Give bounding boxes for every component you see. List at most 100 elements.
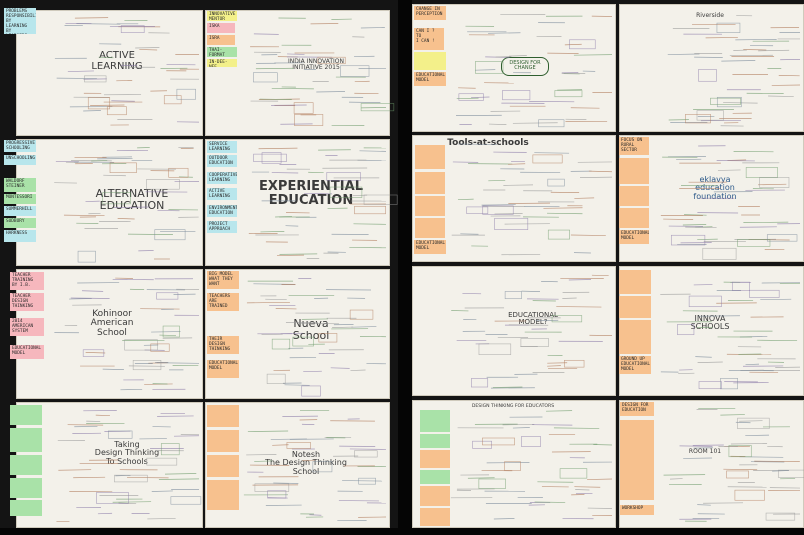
- scribble-box: [749, 289, 780, 298]
- scribble-box: [318, 333, 338, 343]
- scribble-line: [272, 444, 289, 446]
- sticky-note: PROJECT APPROACH: [207, 221, 237, 233]
- scribble-line: [471, 96, 490, 98]
- scribble-line: [359, 150, 387, 152]
- board-title: Taking Design Thinking To Schools: [94, 440, 160, 466]
- sticky-note: OUTDOOR EDUCATION: [207, 155, 237, 167]
- scribble-box: [162, 325, 180, 338]
- scribble-line: [303, 370, 322, 373]
- scribble-box: [777, 469, 804, 478]
- scribble-line: [757, 339, 798, 342]
- scribble-box: [286, 442, 311, 449]
- scribble-line: [570, 234, 606, 236]
- scribble-box: [702, 247, 737, 260]
- scribble-box: [726, 470, 749, 479]
- scribble-line: [735, 421, 751, 424]
- scribble-line: [575, 489, 590, 491]
- sticky-note: [619, 186, 649, 206]
- board-title: INDIA INNOVATION INITIATIVE 2015: [287, 58, 345, 72]
- scribble-line: [564, 43, 582, 46]
- sticky-note: [10, 405, 42, 425]
- scribble-box: [120, 25, 145, 33]
- sticky-note: DESIGN FOR EDUCATION: [620, 402, 654, 416]
- scribble-line: [695, 356, 712, 358]
- scribble-line: [112, 501, 152, 503]
- scribble-line: [467, 477, 495, 479]
- scribble-box: [150, 343, 170, 352]
- sticky-note: MONTESSORI: [4, 194, 36, 204]
- sticky-note: [10, 428, 42, 452]
- scribble-line: [573, 54, 613, 56]
- scribble-box: [106, 106, 127, 116]
- scribble-box: [731, 281, 750, 291]
- scribble-box: [710, 97, 741, 105]
- scribble-box: [292, 336, 314, 347]
- scribble-line: [512, 122, 558, 124]
- scribble-box: [482, 437, 515, 446]
- scribble-line: [95, 414, 110, 417]
- scribble-line: [259, 98, 292, 100]
- scribble-line: [63, 214, 105, 217]
- scribble-box: [253, 153, 287, 162]
- scribble-box: [102, 192, 131, 205]
- scribble-line: [258, 147, 298, 150]
- scribble-line: [512, 427, 530, 429]
- scribble-box: [765, 512, 796, 521]
- scribble-line: [73, 476, 106, 479]
- sticky-note: BIG MODEL WHAT THEY WANT: [207, 271, 239, 289]
- scribble-line: [685, 226, 717, 229]
- scribble-box: [677, 324, 695, 336]
- scribble-line: [287, 53, 305, 55]
- sticky-note: ISKA: [207, 23, 235, 33]
- scribble-box: [354, 450, 378, 458]
- scribble-box: [96, 491, 129, 504]
- scribble-line: [697, 361, 723, 363]
- scribble-line: [700, 119, 741, 122]
- scribble-line: [682, 224, 707, 226]
- sticky-note: EDUCATIONAL MODEL: [619, 230, 649, 244]
- scribble-box: [670, 234, 706, 246]
- scribble-line: [768, 95, 794, 97]
- scribble-line: [743, 49, 767, 51]
- scribble-box: [745, 167, 778, 178]
- scribble-box: [87, 97, 111, 110]
- scribble-line: [663, 218, 694, 220]
- sticky-note: EDUCATIONAL MODEL: [10, 345, 44, 359]
- scribble-box: [698, 381, 722, 390]
- scribble-box: [132, 360, 162, 371]
- sticky-note: CAN I ? TO I CAN !: [414, 28, 444, 50]
- sticky-note: [420, 470, 450, 484]
- scribble-line: [147, 518, 176, 520]
- scribble-box: [685, 114, 711, 124]
- scribble-line: [697, 504, 711, 506]
- scribble-box: [354, 205, 386, 215]
- scribble-box: [737, 417, 770, 430]
- scribble-box: [124, 339, 158, 351]
- scribble-line: [684, 214, 707, 216]
- scribble-box: [554, 90, 583, 98]
- scribble-line: [456, 97, 479, 100]
- sticky-note: [420, 508, 450, 526]
- board-title: Tools-at-schools: [447, 138, 529, 148]
- scribble-box: [737, 239, 771, 247]
- sticky-note: HARKNESS: [4, 230, 36, 242]
- scribble-line: [58, 469, 92, 471]
- board-title: DESIGN THINKING FOR EDUCATORS: [471, 404, 555, 409]
- sticky-note: [10, 478, 42, 498]
- scribble-box: [267, 490, 287, 499]
- scribble-box: [168, 167, 189, 178]
- scribble-box: [114, 474, 148, 483]
- scribble-line: [754, 460, 800, 462]
- scribble-box: [538, 119, 565, 128]
- scribble-box: [502, 90, 531, 101]
- sticky-note: [619, 296, 651, 318]
- scribble-box: [698, 69, 717, 82]
- scribble-line: [330, 367, 350, 369]
- board-title: Notesh The Design Thinking School: [265, 450, 347, 476]
- scribble-line: [670, 478, 683, 480]
- scribble-box: [532, 154, 563, 164]
- scribble-line: [151, 490, 173, 492]
- sticky-note: THAI- FORMAT: [207, 47, 237, 57]
- scribble-line: [717, 169, 741, 171]
- scribble-line: [546, 410, 573, 412]
